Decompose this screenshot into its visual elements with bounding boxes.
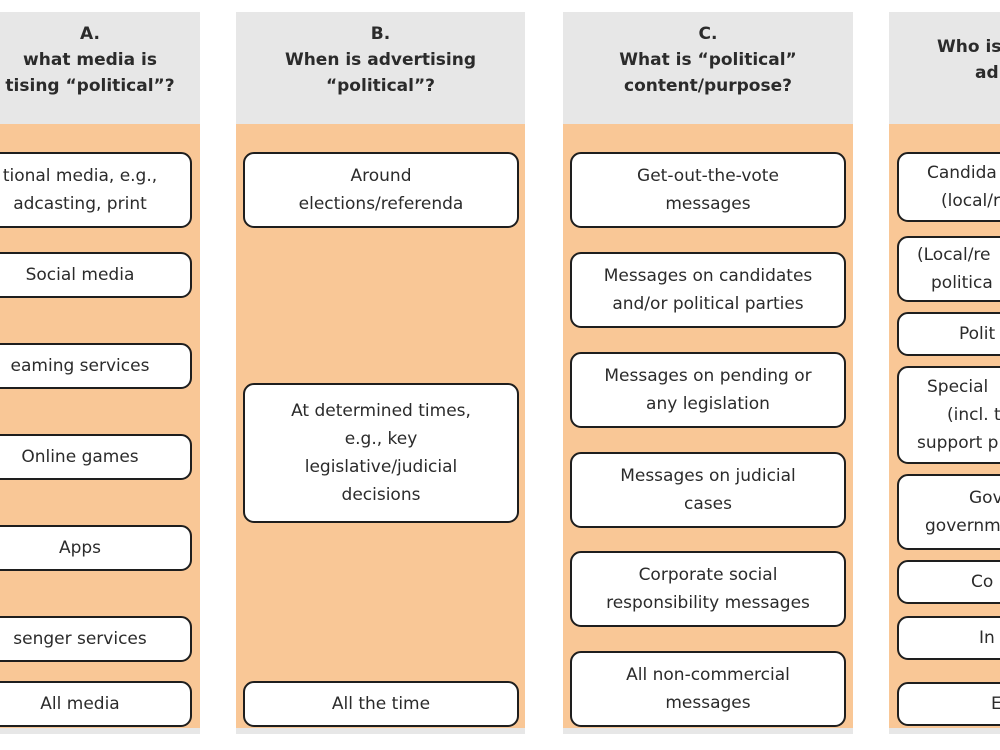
box-text: Get-out-the-vote	[637, 166, 779, 186]
actor-box-companies: Co	[897, 560, 1000, 604]
column-c-header: C. What is “political” content/purpose?	[563, 12, 853, 108]
media-box-messenger: senger services	[0, 616, 192, 662]
actor-box-candidates: Candida (local/r	[897, 152, 1000, 222]
box-text: (local/r	[941, 191, 1000, 211]
box-text: Corporate social	[638, 565, 778, 585]
box-text: and/or political parties	[612, 294, 804, 314]
box-text: Messages on pending or	[604, 366, 812, 386]
column-d-panel: Candida (local/r (Local/re politica Poli…	[889, 124, 1000, 728]
column-c-panel: Get-out-the-vote messages Messages on ca…	[563, 124, 853, 728]
media-box-apps: Apps	[0, 525, 192, 571]
box-text: Messages on judicial	[620, 466, 796, 486]
box-text: governm	[925, 516, 1000, 536]
box-text: Gov	[969, 488, 1000, 508]
box-text: adcasting, print	[13, 194, 147, 214]
column-a-title-line-1: what media is	[23, 50, 157, 70]
box-text: cases	[684, 494, 732, 514]
column-d-header: Who is ad	[889, 12, 1000, 108]
actor-box-government: Gov governm	[897, 474, 1000, 550]
column-d-title-line-1: Who is	[937, 37, 1000, 57]
column-c-title-line-2: content/purpose?	[624, 76, 792, 96]
column-b-title-line-2: “political”?	[325, 76, 436, 96]
box-text: eaming services	[10, 356, 150, 376]
actor-box-everyone: E	[897, 682, 1000, 726]
box-text: Social media	[25, 265, 135, 285]
box-text: messages	[665, 194, 751, 214]
box-text: In	[979, 628, 995, 648]
box-text: All the time	[331, 694, 431, 714]
box-text: support p	[917, 433, 999, 453]
box-text: Polit	[959, 324, 996, 344]
column-b-letter: B.	[370, 24, 391, 44]
content-box-legislation: Messages on pending or any legislation	[570, 352, 846, 428]
column-c: C. What is “political” content/purpose? …	[563, 12, 853, 734]
content-box-non-commercial: All non-commercial messages	[570, 651, 846, 727]
column-c-letter: C.	[698, 24, 718, 44]
media-box-traditional: tional media, e.g., adcasting, print	[0, 152, 192, 228]
box-text: politica	[931, 273, 993, 293]
column-c-title-line-1: What is “political”	[619, 50, 797, 70]
timing-box-determined-times: At determined times, e.g., key legislati…	[243, 383, 519, 523]
box-text: Online games	[21, 447, 139, 467]
media-box-games: Online games	[0, 434, 192, 480]
column-d: Who is ad Candida (local/r (Local/re pol…	[889, 12, 1000, 734]
box-text: decisions	[341, 485, 421, 505]
actor-box-politicians: Polit	[897, 312, 1000, 356]
box-text: Messages on candidates	[603, 266, 813, 286]
box-text: responsibility messages	[606, 593, 810, 613]
column-a-title-line-2: tising “political”?	[5, 76, 175, 96]
box-text: tional media, e.g.,	[2, 166, 158, 186]
media-box-streaming: eaming services	[0, 343, 192, 389]
column-a: A. what media is tising “political”? tio…	[0, 12, 200, 734]
timing-box-all-the-time: All the time	[243, 681, 519, 727]
column-b-title-line-1: When is advertising	[284, 50, 477, 70]
media-box-all: All media	[0, 681, 192, 727]
box-text: (incl. t	[947, 405, 1000, 425]
box-text: Candida	[927, 163, 997, 183]
actor-box-parties: (Local/re politica	[897, 236, 1000, 302]
content-box-csr: Corporate social responsibility messages	[570, 551, 846, 627]
column-a-letter: A.	[80, 24, 100, 44]
column-b-header: B. When is advertising “political”?	[236, 12, 525, 108]
box-text: senger services	[13, 629, 147, 649]
content-box-gotv: Get-out-the-vote messages	[570, 152, 846, 228]
box-text: e.g., key	[344, 429, 418, 449]
box-text: Co	[971, 572, 994, 592]
content-box-judicial: Messages on judicial cases	[570, 452, 846, 528]
box-text: legislative/judicial	[304, 457, 458, 477]
box-text: Around	[350, 166, 412, 186]
column-d-title-line-2: ad	[975, 63, 999, 83]
column-a-panel: tional media, e.g., adcasting, print Soc…	[0, 124, 200, 728]
box-text: messages	[665, 693, 751, 713]
box-text: All media	[40, 694, 120, 714]
actor-box-special-interests: Special (incl. t support p	[897, 366, 1000, 464]
box-text: elections/referenda	[298, 194, 464, 214]
box-text: Apps	[58, 538, 102, 558]
column-b-panel: Around elections/referenda At determined…	[236, 124, 525, 728]
box-text: E	[991, 690, 1000, 718]
timing-box-elections: Around elections/referenda	[243, 152, 519, 228]
box-text: (Local/re	[917, 245, 991, 265]
content-box-candidates: Messages on candidates and/or political …	[570, 252, 846, 328]
box-text: any legislation	[646, 394, 770, 414]
box-text: At determined times,	[291, 401, 471, 421]
actor-box-individuals: In	[897, 616, 1000, 660]
box-text: Special	[927, 377, 989, 397]
box-text: All non-commercial	[626, 665, 790, 685]
column-b: B. When is advertising “political”? Arou…	[236, 12, 525, 734]
media-box-social: Social media	[0, 252, 192, 298]
column-a-header: A. what media is tising “political”?	[0, 12, 200, 108]
